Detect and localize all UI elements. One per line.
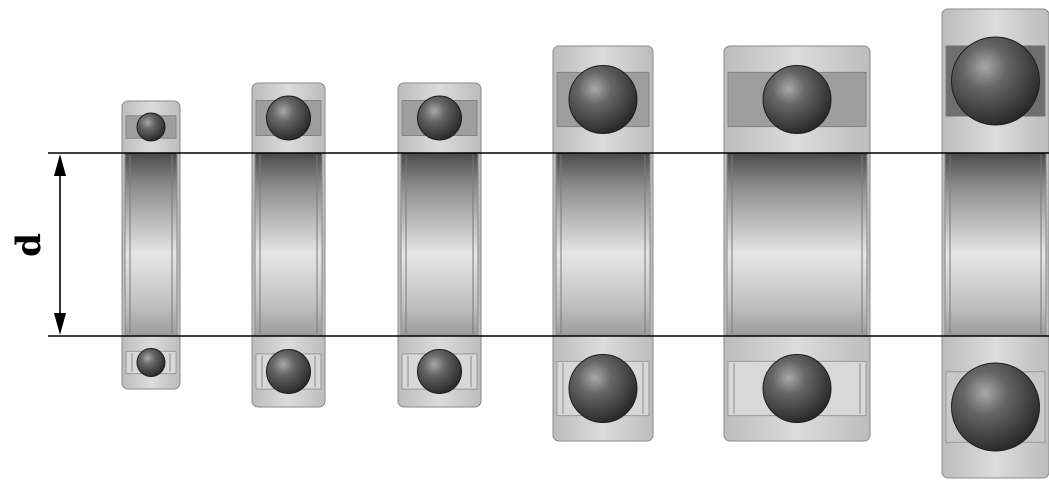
bearing-bore [944, 152, 1047, 337]
dimension-arrow-up-icon [54, 154, 66, 176]
ball-top [568, 65, 638, 134]
ball-bottom [568, 354, 638, 423]
ball-bottom [417, 349, 462, 394]
bearing-4 [552, 45, 654, 442]
bearing-3 [397, 82, 482, 408]
ball-top [136, 112, 166, 142]
bearing-5 [723, 45, 871, 442]
ball-bottom [762, 354, 832, 423]
bearing-6 [941, 8, 1049, 479]
bearings-group [121, 8, 1049, 479]
bearing-bore [726, 152, 868, 337]
ball-bottom [136, 348, 166, 377]
ball-top [951, 36, 1040, 126]
ball-top [417, 95, 462, 141]
bearing-bore [254, 152, 323, 337]
dimension-lines: d [9, 152, 1049, 337]
ball-top [762, 65, 832, 134]
bearing-2 [251, 82, 326, 408]
ball-bottom [266, 349, 311, 394]
bearing-bore [124, 152, 178, 337]
ball-top [266, 95, 311, 141]
bearing-1 [121, 100, 181, 390]
bearing-bore [555, 152, 651, 337]
ball-bottom [951, 362, 1040, 452]
dimension-arrow-down-icon [54, 313, 66, 335]
dimension-label: d [9, 233, 49, 257]
bearing-bore [400, 152, 479, 337]
